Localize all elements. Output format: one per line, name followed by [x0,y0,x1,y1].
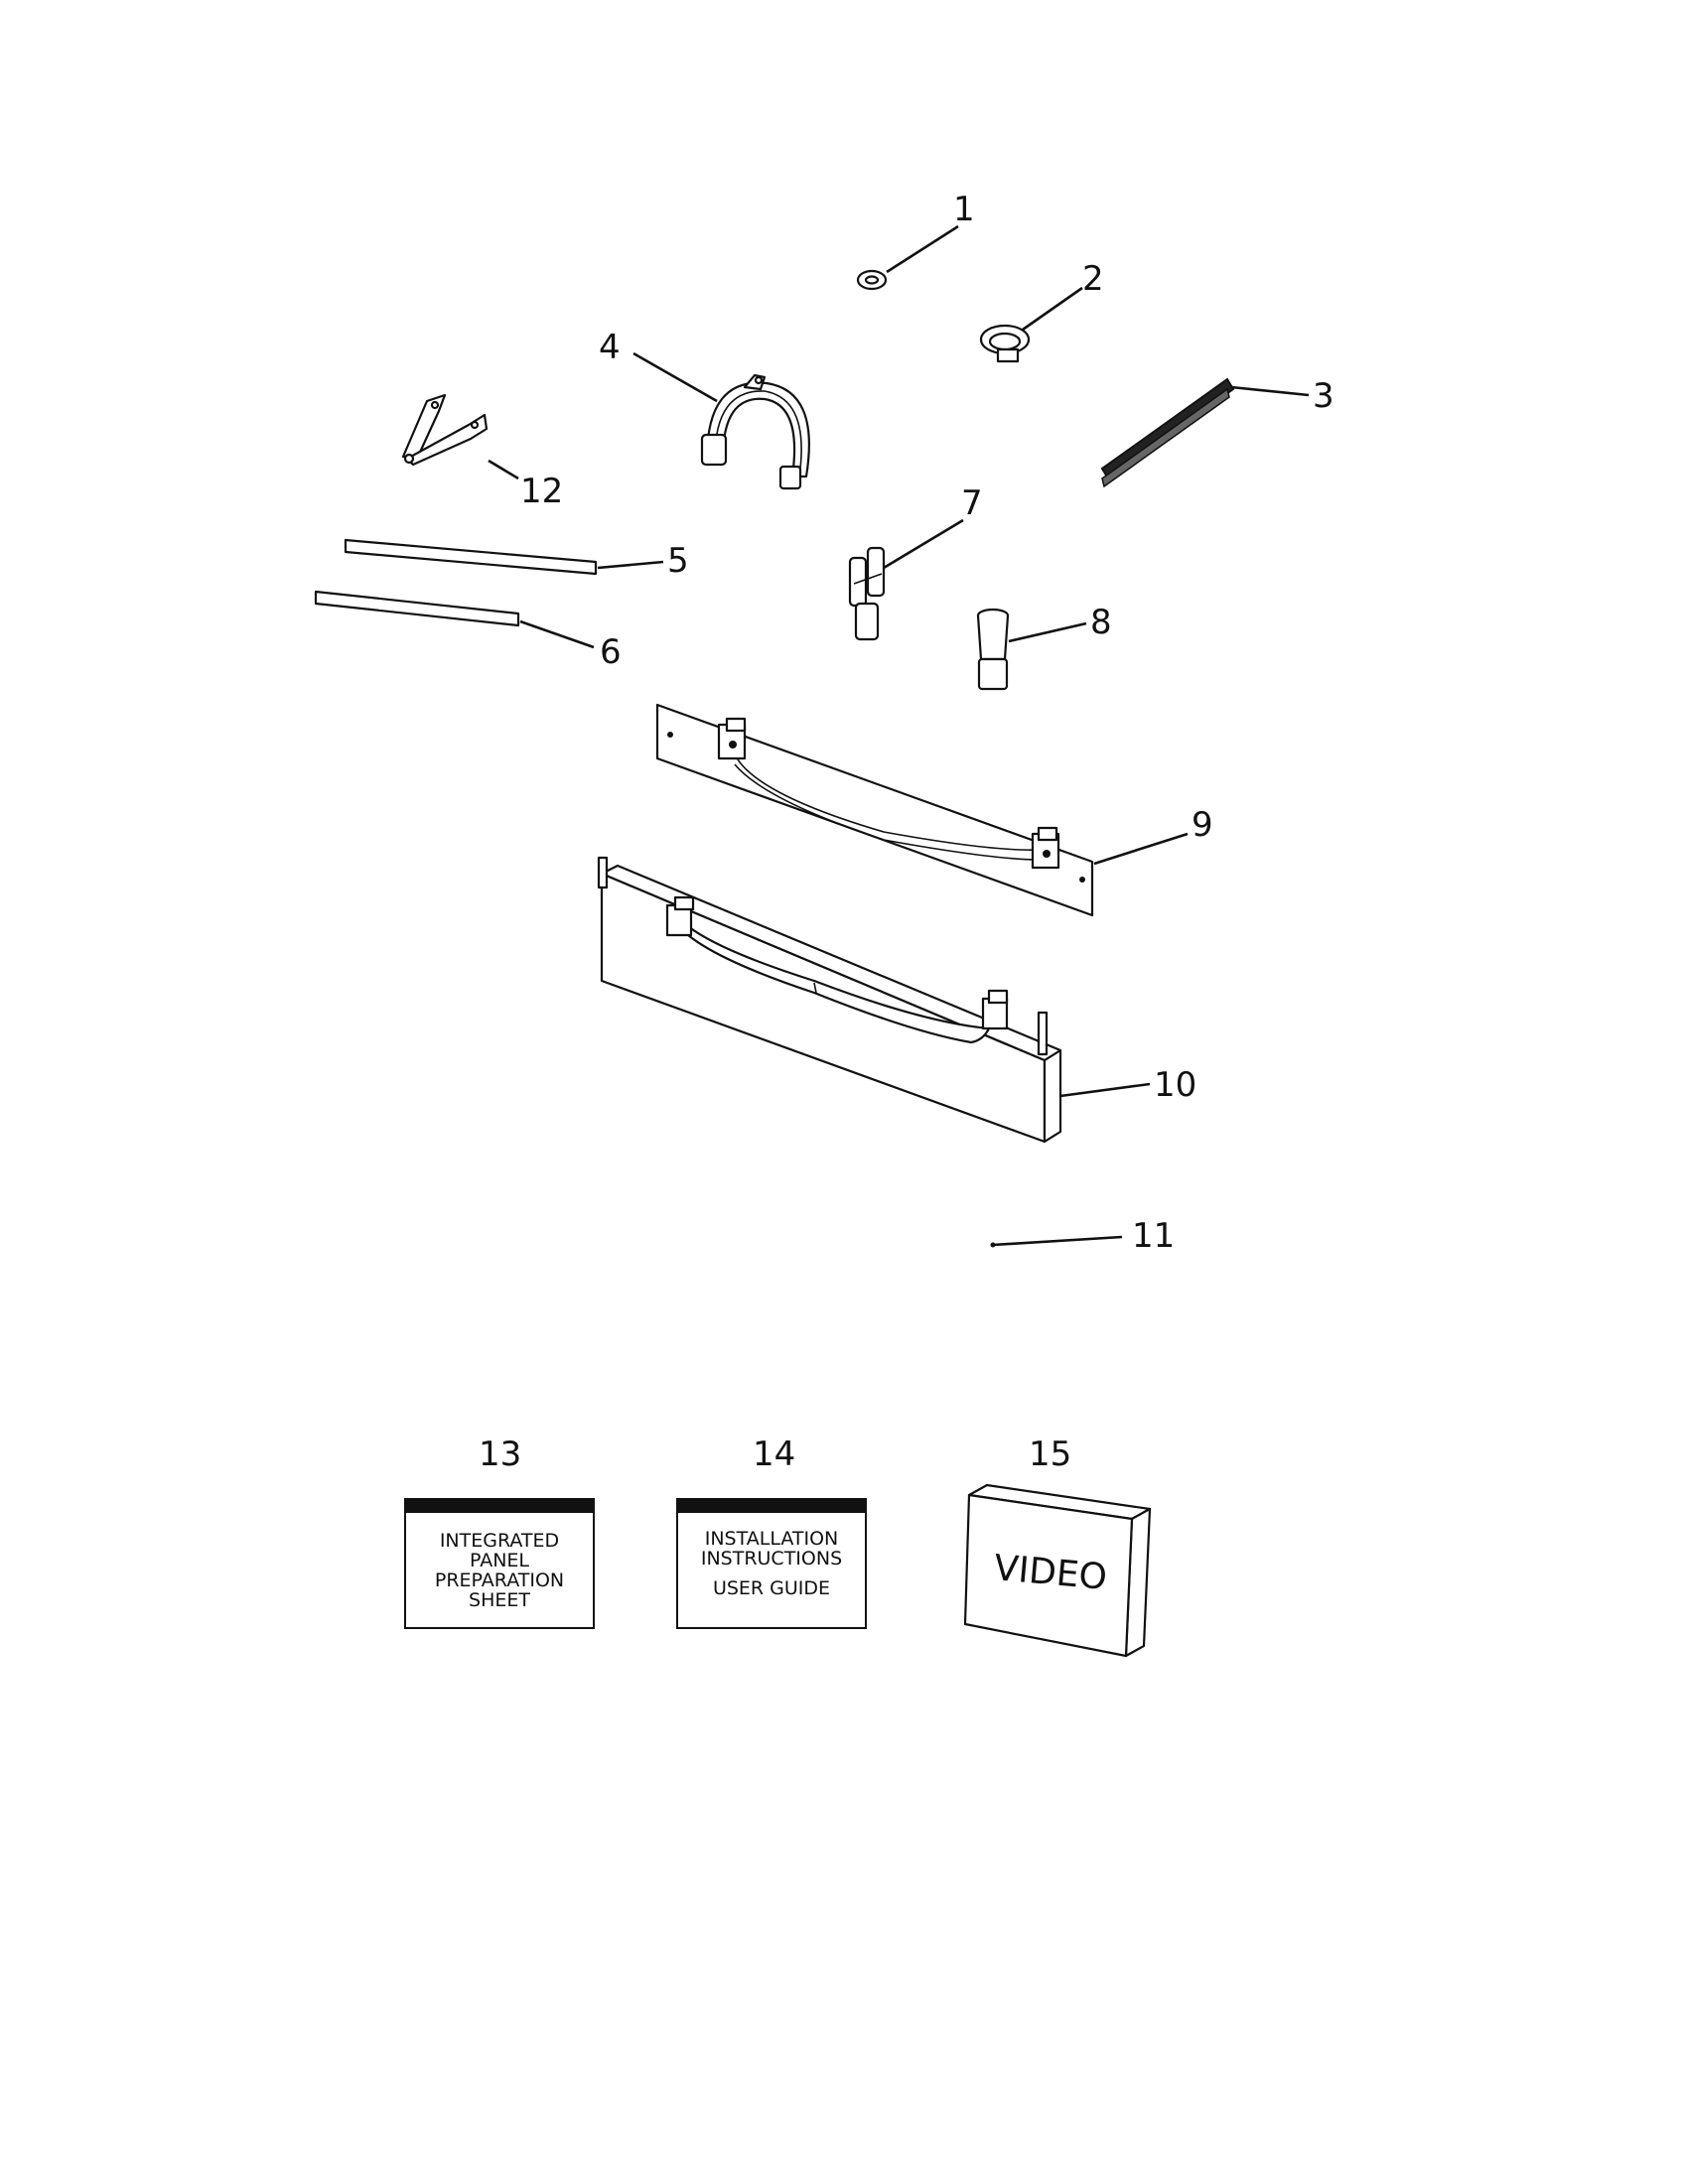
callout-15: 15 [1029,1434,1071,1474]
part-3-brush-strip [1100,377,1235,488]
leader-6 [519,619,595,649]
part-2-clamp [979,324,1031,363]
leader-3 [1230,385,1310,397]
callout-10: 10 [1154,1065,1196,1105]
part-11-pointer [990,1235,1123,1248]
part-10-lower-panel [597,856,1062,1144]
document-14-install-user-guide: INSTALLATION INSTRUCTIONS USER GUIDE [676,1498,867,1629]
callout-14: 14 [753,1434,795,1474]
doc14-line1: INSTALLATION [705,1528,839,1550]
callout-2: 2 [1082,259,1104,299]
part-1-washer [856,269,888,291]
doc14-line3: USER GUIDE [713,1577,830,1599]
callout-1: 1 [953,190,975,229]
part-4-u-hose [700,373,810,490]
video-label: VIDEO [992,1548,1108,1598]
doc13-line1: INTEGRATED [440,1530,559,1552]
callout-3: 3 [1313,376,1334,416]
doc13-line2: PANEL [470,1550,529,1571]
part-5-strip [344,538,598,576]
leader-2 [1022,286,1083,332]
document-13-panel-prep-sheet: INTEGRATED PANEL PREPARATION SHEET [404,1498,595,1629]
callout-8: 8 [1090,603,1112,642]
doc13-line4: SHEET [469,1589,530,1611]
leader-10 [1059,1082,1151,1098]
part-6-strip [314,590,520,627]
part-7-connector [848,546,886,641]
leader-4 [632,351,718,403]
callout-9: 9 [1192,805,1213,845]
leader-9 [1093,832,1189,866]
part-12-spring-clip [401,393,489,467]
leader-8 [1008,621,1087,643]
callout-12: 12 [520,472,563,511]
doc13-line3: PREPARATION [435,1570,564,1591]
doc14-line2: INSTRUCTIONS [701,1548,842,1570]
callout-5: 5 [667,541,689,581]
callout-4: 4 [599,328,621,367]
part-8-fitting [976,608,1010,691]
item-15-video-box: VIDEO [963,1483,1152,1658]
leader-7 [883,518,964,570]
callout-7: 7 [961,483,983,523]
callout-6: 6 [600,632,622,672]
part-9-upper-panel [655,703,1094,917]
callout-11: 11 [1132,1216,1175,1256]
leader-1 [886,224,959,274]
leader-12 [488,459,519,480]
callout-13: 13 [479,1434,521,1474]
leader-5 [597,560,664,570]
